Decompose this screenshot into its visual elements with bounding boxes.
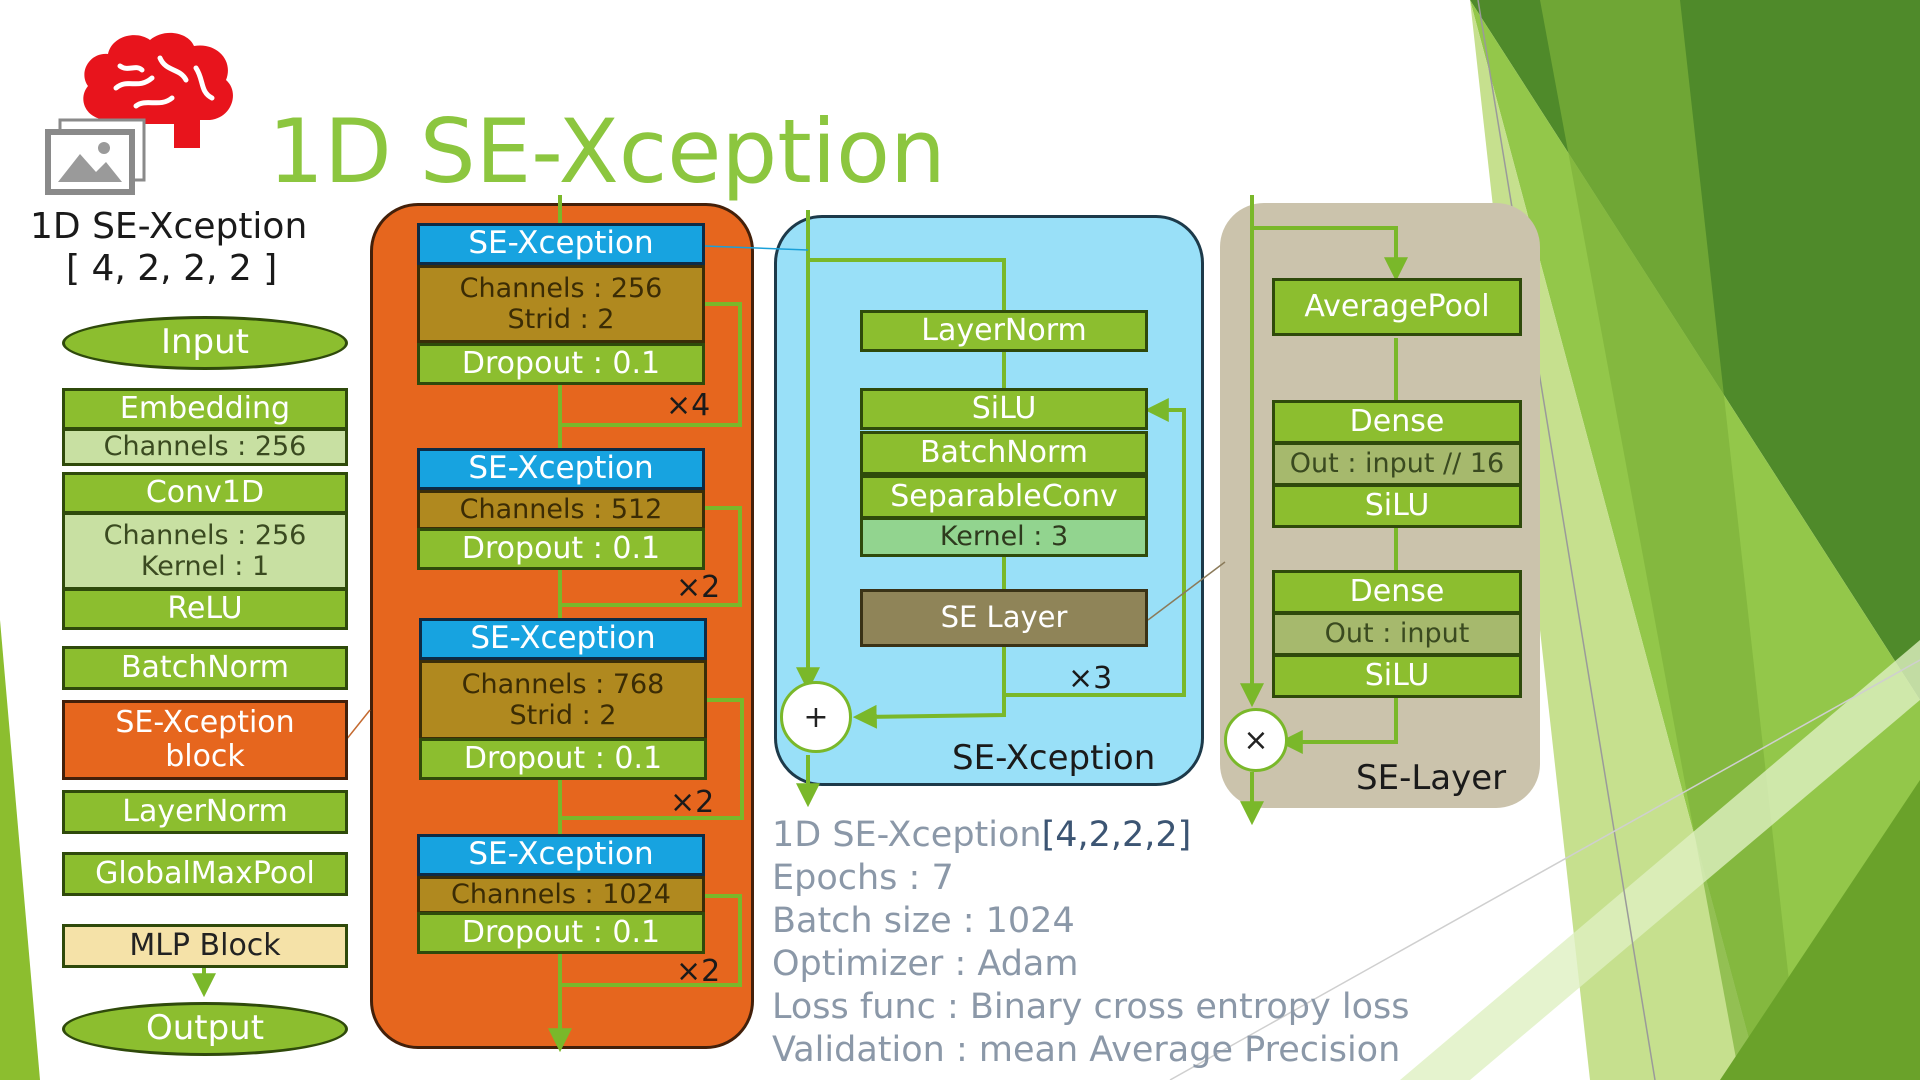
mlp-block: MLP Block bbox=[62, 924, 348, 968]
stage-4-repeat: ×2 bbox=[676, 954, 721, 989]
info-epochs: Epochs : 7 bbox=[772, 858, 954, 898]
embedding-params: Channels : 256 bbox=[62, 428, 348, 466]
sx-sepconv-block: SeparableConv bbox=[860, 475, 1148, 519]
se-xception-block-node: SE-Xception block bbox=[62, 700, 348, 780]
conv1d-block: Conv1D bbox=[62, 472, 348, 514]
stage-4-params: Channels : 1024 bbox=[417, 876, 705, 914]
output-node: Output bbox=[62, 1002, 348, 1056]
stage-2-params: Channels : 512 bbox=[417, 490, 705, 530]
sl-dense2-out: Out : input bbox=[1272, 612, 1522, 656]
sx-se-layer-block: SE Layer bbox=[860, 589, 1148, 647]
conv1d-params: Channels : 256 Kernel : 1 bbox=[62, 512, 348, 590]
relu-block: ReLU bbox=[62, 588, 348, 630]
info-validation: Validation : mean Average Precision bbox=[772, 1030, 1401, 1070]
stage-4-title: SE-Xception bbox=[417, 834, 705, 876]
batchnorm-block: BatchNorm bbox=[62, 646, 348, 690]
add-node: + bbox=[780, 681, 852, 753]
info-batch-size: Batch size : 1024 bbox=[772, 901, 1075, 941]
stage-1-dropout: Dropout : 0.1 bbox=[417, 343, 705, 385]
sl-silu2-block: SiLU bbox=[1272, 654, 1522, 698]
sx-batchnorm-block: BatchNorm bbox=[860, 431, 1148, 475]
stage-2-title: SE-Xception bbox=[417, 448, 705, 490]
se-xception-panel-label: SE-Xception bbox=[952, 738, 1156, 778]
sx-silu-block: SiLU bbox=[860, 388, 1148, 430]
input-node: Input bbox=[62, 316, 348, 370]
layernorm-block: LayerNorm bbox=[62, 790, 348, 834]
image-icon bbox=[45, 118, 146, 195]
sl-silu1-block: SiLU bbox=[1272, 484, 1522, 528]
globalmaxpool-block: GlobalMaxPool bbox=[62, 852, 348, 896]
model-caption-name: 1D SE-Xception bbox=[30, 206, 308, 247]
sl-avgpool-block: AveragePool bbox=[1272, 278, 1522, 336]
stage-3-repeat: ×2 bbox=[670, 785, 715, 820]
stage-1-title: SE-Xception bbox=[417, 223, 705, 265]
info-optimizer: Optimizer : Adam bbox=[772, 944, 1079, 984]
stage-1-params: Channels : 256 Strid : 2 bbox=[417, 265, 705, 343]
stage-3-params: Channels : 768 Strid : 2 bbox=[419, 660, 707, 740]
info-model-name: 1D SE-Xception bbox=[772, 815, 1042, 855]
stage-3-dropout: Dropout : 0.1 bbox=[419, 738, 707, 780]
info-model-config: [4,2,2,2] bbox=[1041, 815, 1192, 855]
se-layer-panel-label: SE-Layer bbox=[1356, 758, 1507, 798]
sl-dense1-out: Out : input // 16 bbox=[1272, 442, 1522, 486]
sx-layernorm-block: LayerNorm bbox=[860, 310, 1148, 352]
multiply-node: × bbox=[1224, 708, 1288, 772]
sx-kernel-params: Kernel : 3 bbox=[860, 517, 1148, 557]
sx-repeat: ×3 bbox=[1068, 661, 1113, 696]
stage-1-repeat: ×4 bbox=[666, 388, 711, 423]
info-model: 1D SE-Xception[4,2,2,2] bbox=[772, 815, 1191, 855]
model-caption-config: [ 4, 2, 2, 2 ] bbox=[66, 248, 278, 289]
page-title: 1D SE-Xception bbox=[268, 100, 946, 203]
sl-dense1-block: Dense bbox=[1272, 400, 1522, 444]
sl-dense2-block: Dense bbox=[1272, 570, 1522, 614]
stage-3-title: SE-Xception bbox=[419, 618, 707, 660]
stage-2-repeat: ×2 bbox=[676, 570, 721, 605]
stage-4-dropout: Dropout : 0.1 bbox=[417, 912, 705, 954]
embedding-block: Embedding bbox=[62, 388, 348, 430]
info-loss: Loss func : Binary cross entropy loss bbox=[772, 987, 1410, 1027]
stage-2-dropout: Dropout : 0.1 bbox=[417, 528, 705, 570]
